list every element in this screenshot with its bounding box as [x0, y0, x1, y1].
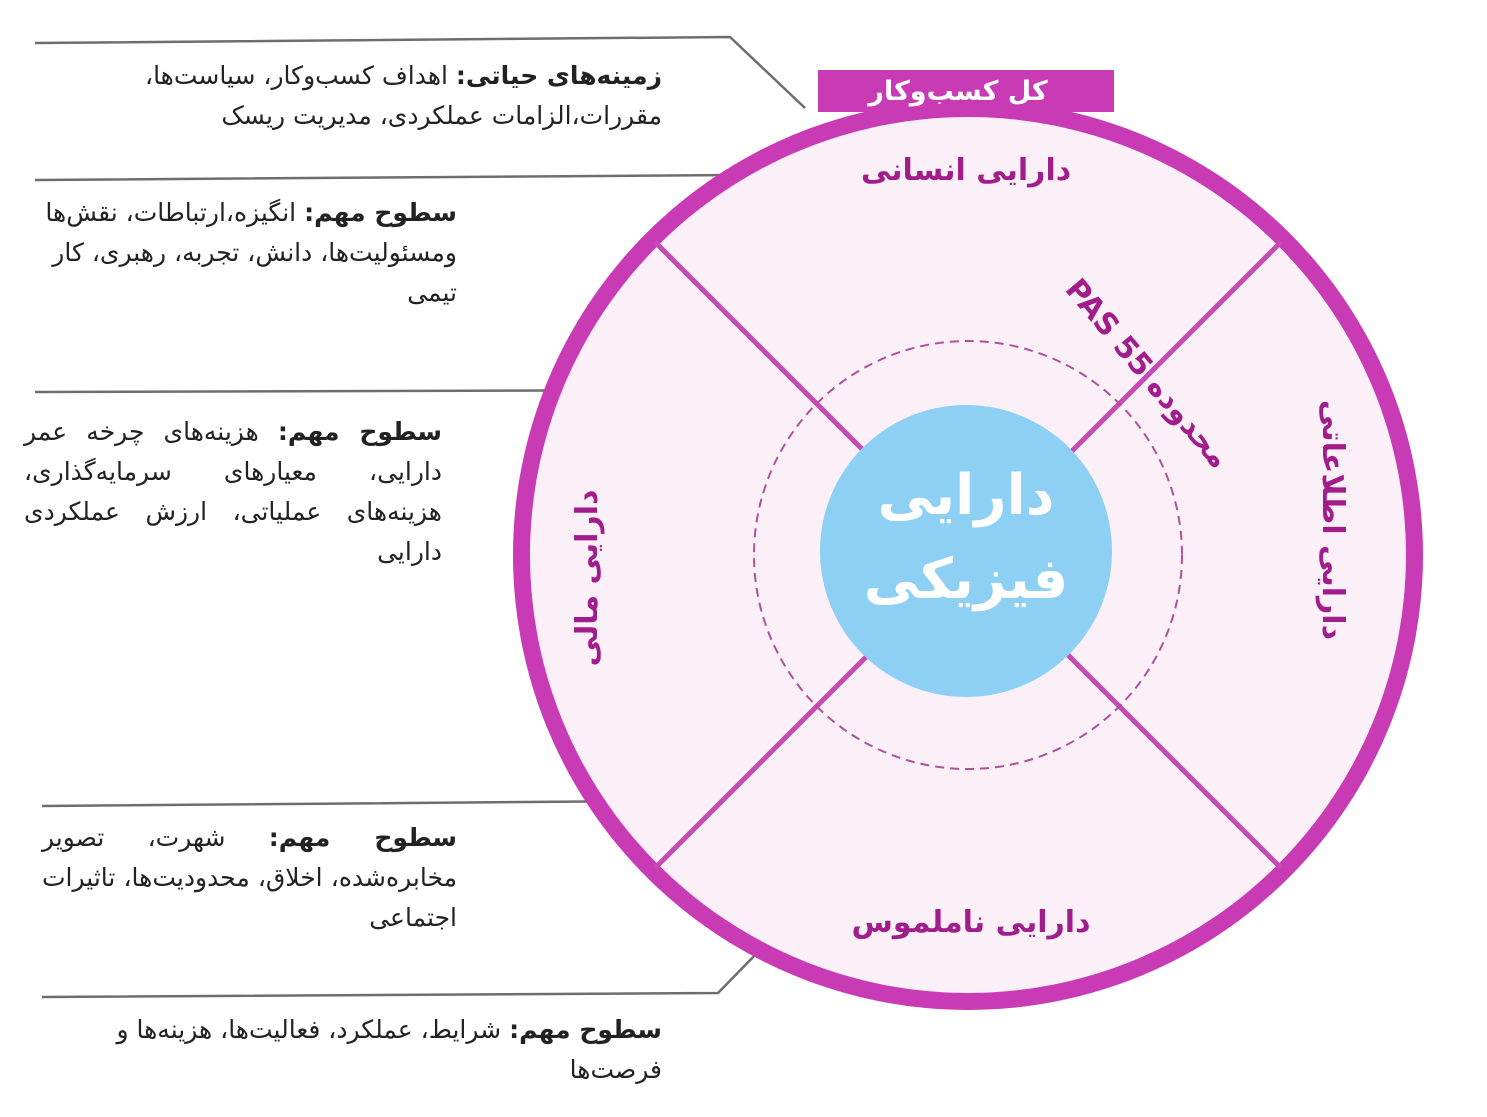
- segment-label-human: دارایی انسانی: [861, 153, 1071, 188]
- segment-label-information: دارایی اطلاعاتی: [1315, 400, 1350, 640]
- ring-title: کل کسب‌وکار: [866, 76, 1047, 107]
- note-heading: سطوح مهم:: [509, 1015, 662, 1044]
- center-label-line-1: دارایی: [877, 463, 1054, 528]
- note-financial-assets: سطوح مهم: هزینه‌های چرخه عمر دارایی، معی…: [24, 412, 442, 572]
- note-critical-contexts: زمینه‌های حیاتی: اهداف کسب‌وکار، سیاست‌ه…: [22, 56, 662, 136]
- note-heading: سطوح مهم:: [304, 198, 457, 227]
- note-body: شهرت، تصویر مخابره‌شده، اخلاق، محدودیت‌ه…: [42, 823, 457, 932]
- note-heading: زمینه‌های حیاتی:: [455, 61, 662, 90]
- note-body: هزینه‌های چرخه عمر دارایی، معیارهای سرما…: [24, 417, 442, 566]
- note-body: اهداف کسب‌وکار، سیاست‌ها، مقررات،الزامات…: [145, 61, 662, 130]
- center-label-line-2: فیزیکی: [864, 547, 1069, 612]
- note-heading: سطوح مهم:: [268, 823, 458, 852]
- divider-bottom-left: [653, 653, 870, 870]
- pas55-scope-ring: [753, 340, 1183, 770]
- note-intangible-assets: سطوح مهم: شهرت، تصویر مخابره‌شده، اخلاق،…: [42, 818, 457, 938]
- segment-label-financial: دارایی مالی: [570, 490, 605, 667]
- note-body: انگیزه،ارتباطات، نقش‌ها ومسئولیت‌ها، دان…: [45, 198, 457, 307]
- note-human-assets: سطوح مهم: انگیزه،ارتباطات، نقش‌ها ومسئول…: [37, 193, 457, 313]
- divider-top-left: [653, 240, 870, 457]
- note-physical-assets: سطوح مهم: شرایط، عملکرد، فعالیت‌ها، هزین…: [42, 1010, 662, 1090]
- physical-asset-core: [820, 405, 1112, 697]
- divider-top-right: [1066, 240, 1283, 457]
- segment-label-intangible: دارایی ناملموس: [852, 905, 1091, 940]
- note-body: شرایط، عملکرد، فعالیت‌ها، هزینه‌ها و فرص…: [116, 1015, 662, 1084]
- segment-dividers: [653, 240, 1283, 870]
- divider-bottom-right: [1066, 653, 1283, 870]
- note-heading: سطوح مهم:: [277, 417, 442, 446]
- ring-title-band: [818, 70, 1114, 112]
- leader-line-critical-contexts: [34, 35, 806, 109]
